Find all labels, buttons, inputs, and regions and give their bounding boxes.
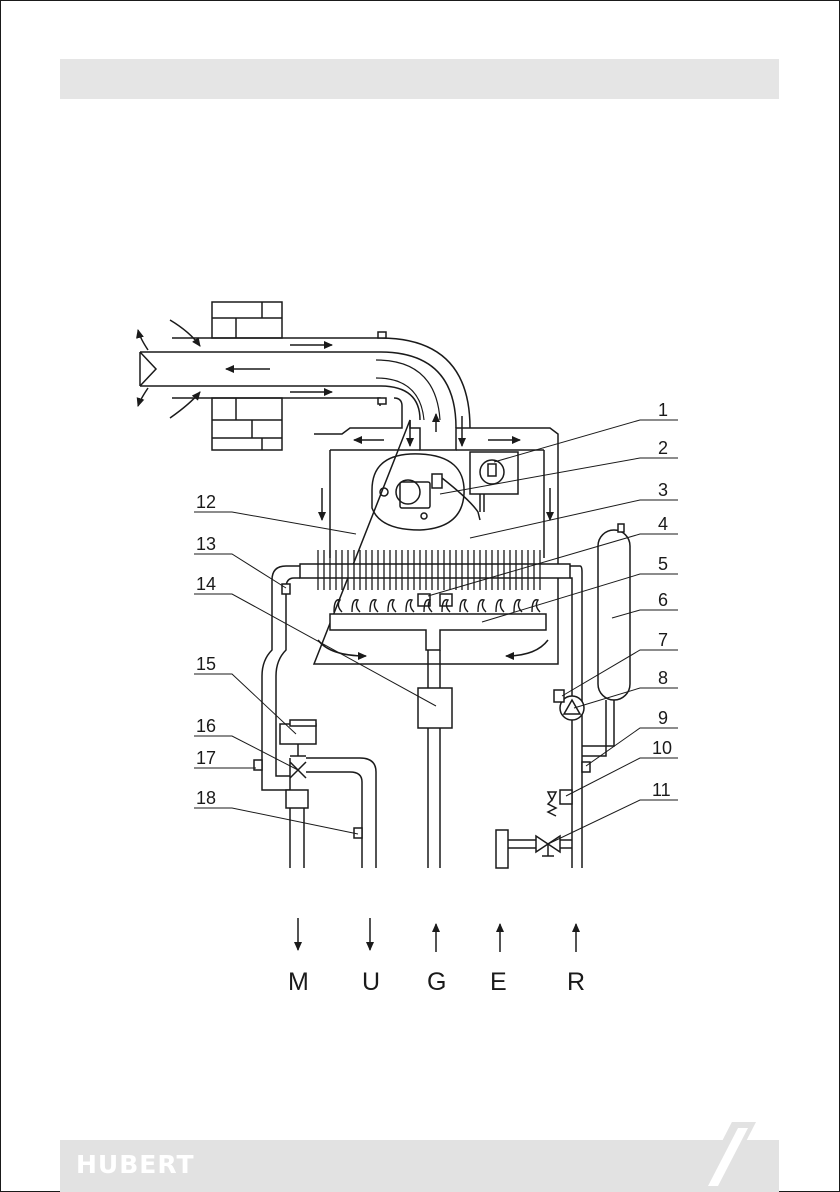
callout-3: 3 [658,480,668,500]
connection-label-u: U [362,968,380,996]
wall [212,302,282,450]
callout-9: 9 [658,708,668,728]
callout-6: 6 [658,590,668,610]
connection-labels: M U G E R [288,968,585,996]
callout-17: 17 [196,748,216,768]
connection-label-r: R [567,968,585,996]
burner [318,594,548,656]
callout-13: 13 [196,534,216,554]
callout-18: 18 [196,788,216,808]
callout-14: 14 [196,574,216,594]
brand-logo: HUBERT [76,1150,195,1180]
callout-4: 4 [658,514,668,534]
heat-exchanger [300,550,570,590]
burner-flames [334,600,540,612]
callout-2: 2 [658,438,668,458]
callout-5: 5 [658,554,668,574]
footer-slash-icon [690,1120,770,1192]
callout-8: 8 [658,668,668,688]
left-circuit [254,566,376,868]
connection-arrows [298,918,576,952]
connection-label-m: M [288,968,309,996]
connection-label-g: G [427,968,446,996]
pressure-switch [470,452,518,512]
callout-15: 15 [196,654,216,674]
flue-pipe [138,320,470,428]
callout-10: 10 [652,738,672,758]
callout-16: 16 [196,716,216,736]
callout-7: 7 [658,630,668,650]
callout-1: 1 [658,400,668,420]
callout-12: 12 [196,492,216,512]
connection-label-e: E [490,968,507,996]
callout-11: 11 [652,780,671,800]
gas-line [418,650,452,868]
fan [372,454,480,530]
